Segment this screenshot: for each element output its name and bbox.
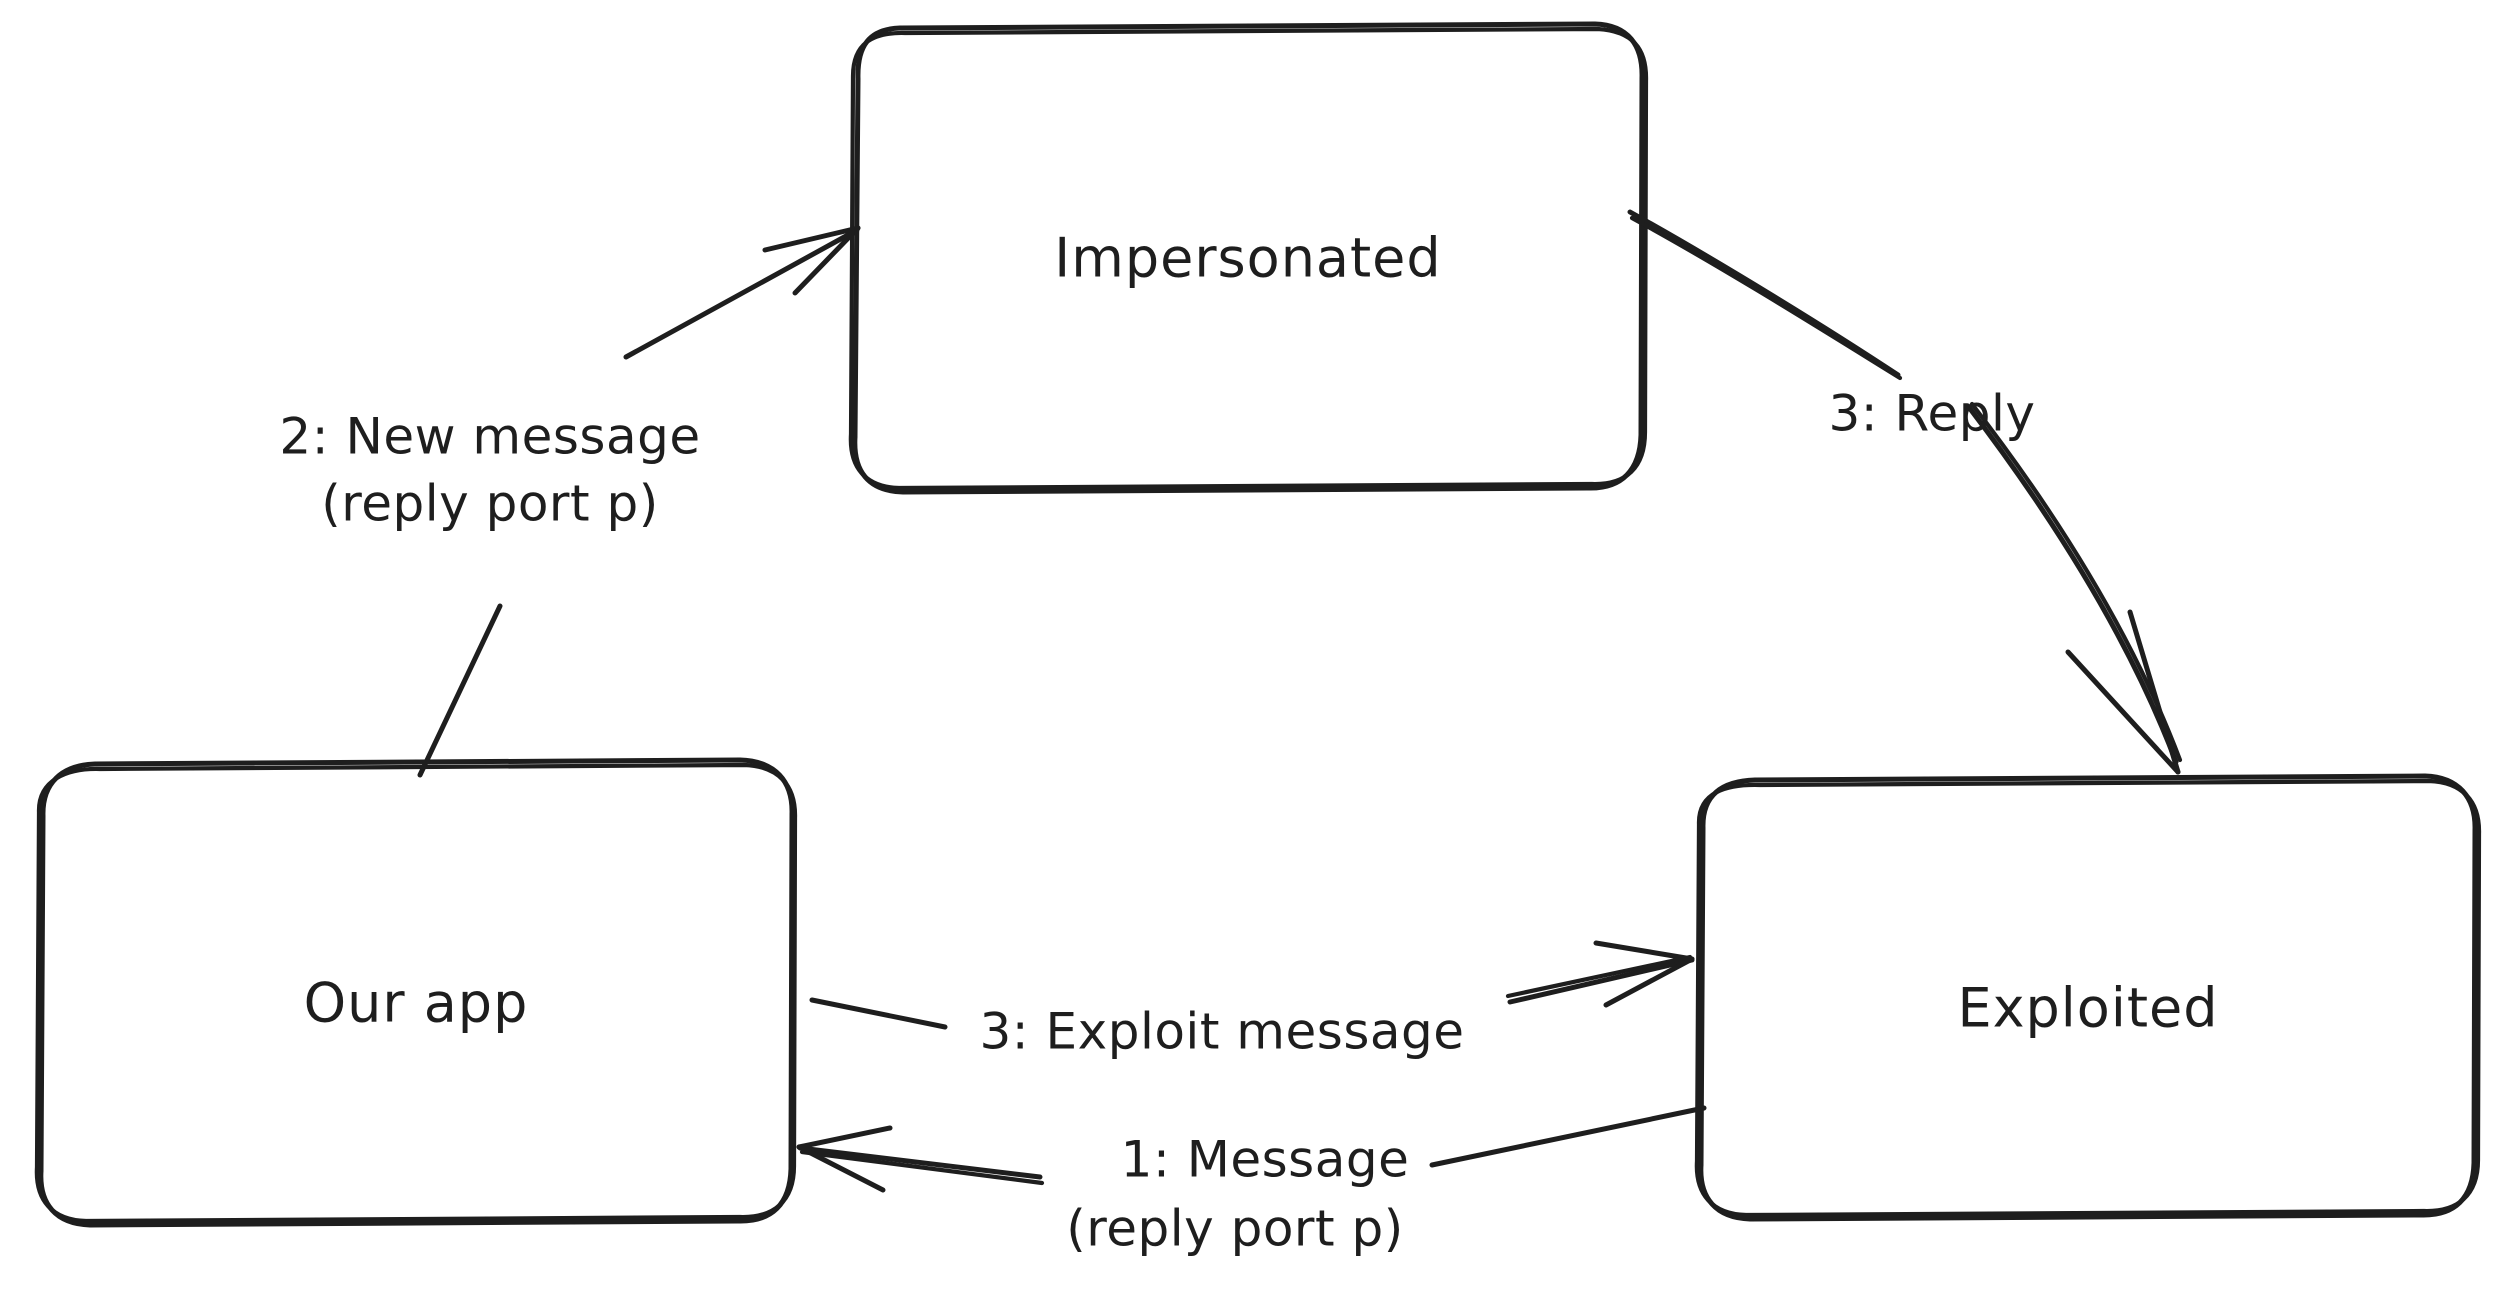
edge-exploit-message-arrowhead-upper — [1593, 940, 1695, 962]
edge-reply-arrowhead-left — [2065, 649, 2181, 775]
edge-new-message-label-line1: 2: New message — [279, 408, 700, 466]
edge-message-line-left-second-pass — [799, 1149, 1045, 1186]
edge-reply-line-lower — [1965, 403, 2179, 765]
node-our-app-outline-second-pass — [34, 762, 798, 1224]
edge-reply[interactable]: 3: Reply — [1627, 209, 2183, 775]
edge-message-line-right — [1429, 1105, 1707, 1168]
edge-exploit-message-label-line1: 3: Exploit message — [979, 1003, 1464, 1061]
edge-message-line-left — [797, 1145, 1043, 1180]
edge-message[interactable]: 1: Message (reply port p) — [796, 1105, 1707, 1258]
edge-new-message-label-line2: (reply port p) — [321, 475, 658, 533]
edge-reply-label-line1: 3: Reply — [1828, 385, 2035, 443]
edge-exploit-message-line-right — [1507, 957, 1695, 1005]
node-exploited-outline-second-pass — [1694, 778, 2482, 1218]
node-impersonated-outline-second-pass — [848, 26, 1649, 491]
edge-new-message-line-upper — [623, 227, 860, 360]
edge-new-message-arrowhead-lower — [792, 225, 861, 296]
edge-new-message-line — [417, 603, 503, 778]
edge-reply-line-upper — [1627, 209, 1901, 378]
edge-message-label-line2: (reply port p) — [1066, 1200, 1403, 1258]
edge-exploit-message-arrowhead-lower — [1603, 956, 1695, 1008]
node-impersonated[interactable]: Impersonated — [848, 21, 1649, 495]
node-our-app-label: Our app — [304, 972, 529, 1035]
edge-exploit-message-line-right-second-pass — [1505, 954, 1693, 999]
edge-message-arrowhead-lower — [796, 1144, 886, 1193]
edge-new-message-arrowhead-upper — [762, 225, 861, 253]
node-exploited[interactable]: Exploited — [1694, 773, 2482, 1222]
node-our-app[interactable]: Our app — [34, 757, 798, 1228]
edge-exploit-message[interactable]: 3: Exploit message — [809, 940, 1695, 1061]
edge-message-label-line1: 1: Message — [1121, 1131, 1410, 1189]
node-impersonated-label: Impersonated — [1054, 227, 1441, 290]
edge-reply-arrowhead-right — [2127, 609, 2181, 775]
edge-reply-line-upper-second-pass — [1629, 215, 1903, 381]
edge-message-arrowhead-upper — [796, 1125, 893, 1150]
edge-new-message[interactable]: 2: New message (reply port p) — [279, 225, 861, 778]
node-exploited-label: Exploited — [1957, 977, 2218, 1040]
edge-exploit-message-line-left — [809, 997, 948, 1030]
